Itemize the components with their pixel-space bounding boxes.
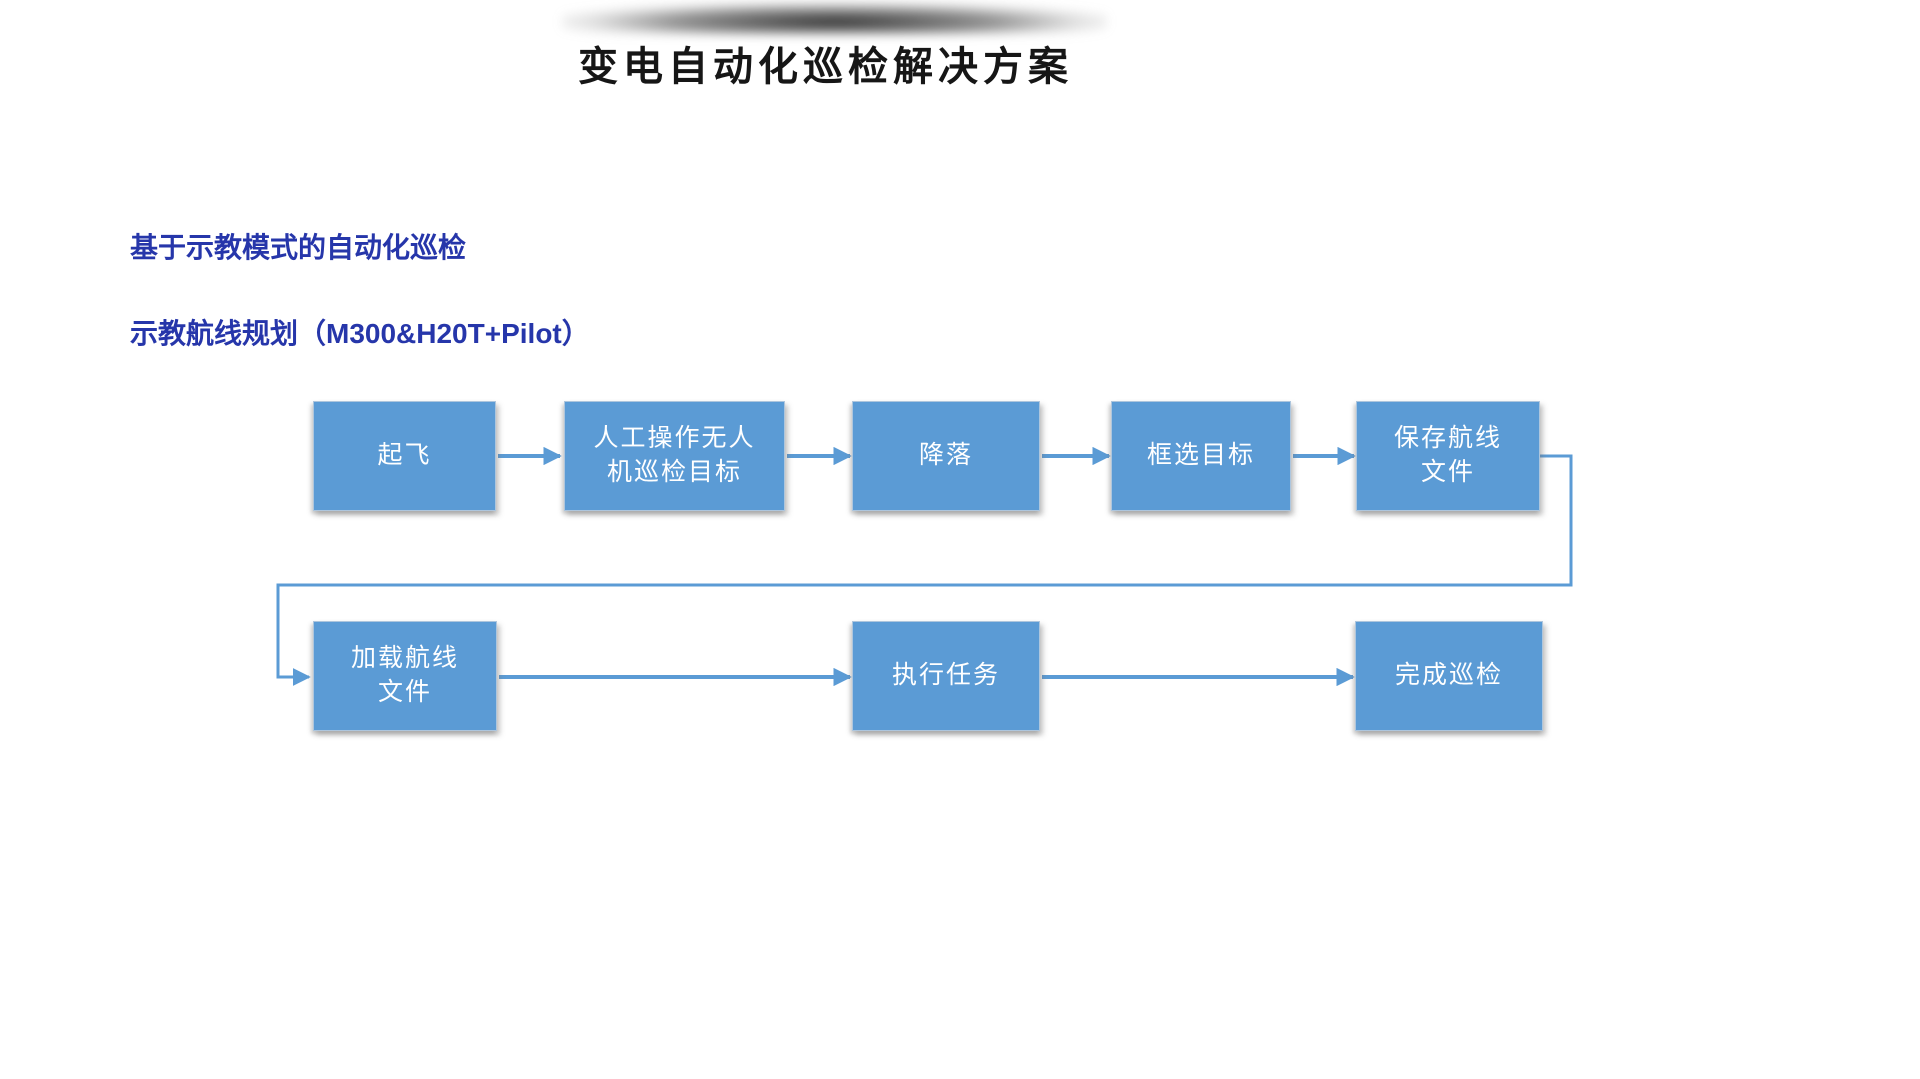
flow-step-load-route-file: 加载航线 文件 — [313, 621, 497, 731]
title-shadow-smudge — [562, 2, 1107, 34]
flow-step-execute-task: 执行任务 — [852, 621, 1040, 731]
flow-step-manual-operate-drone-inspect-target: 人工操作无人 机巡检目标 — [564, 401, 785, 511]
flow-step-landing: 降落 — [852, 401, 1040, 511]
flow-step-box-select-target: 框选目标 — [1111, 401, 1291, 511]
slide-title: 变电自动化巡检解决方案 — [578, 44, 1073, 89]
flow-step-save-route-file: 保存航线 文件 — [1356, 401, 1540, 511]
flow-step-finish-inspection: 完成巡检 — [1355, 621, 1543, 731]
section-heading-teach-mode: 基于示教模式的自动化巡检 — [130, 232, 467, 263]
subsection-heading-route-planning: 示教航线规划（M300&H20T+Pilot） — [130, 318, 590, 349]
flow-step-takeoff: 起飞 — [313, 401, 496, 511]
